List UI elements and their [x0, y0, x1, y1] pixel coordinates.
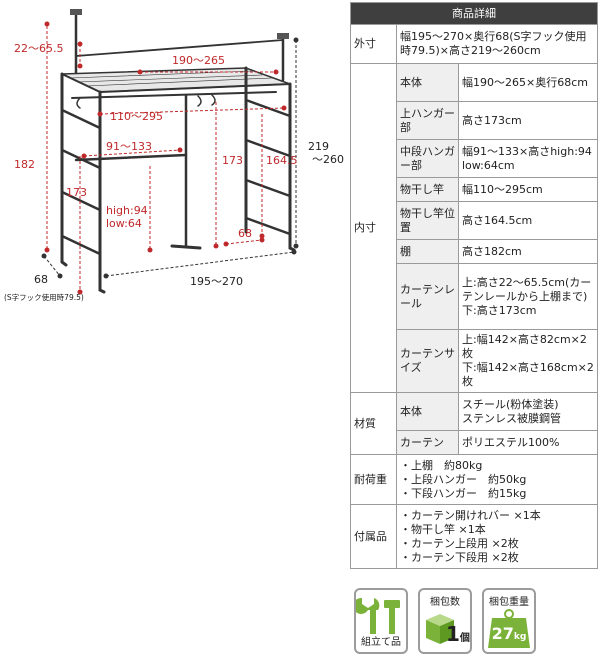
inner-size-label: 内寸	[350, 63, 397, 393]
packages-badge: 梱包数 1個	[418, 588, 472, 654]
dim-hanger-span: 91～133	[106, 140, 152, 153]
dimension-lines	[46, 26, 285, 292]
inner-row-value: 幅91～133×高さhigh:94 low:64cm	[458, 139, 598, 178]
weight-icon	[488, 609, 530, 648]
dim-shelf-height: 182	[14, 158, 35, 171]
dim-depth-left: 68	[34, 273, 48, 286]
hook-depth-note: (S字フック使用時79.5)	[4, 292, 84, 302]
weight-value: 27kg	[484, 624, 534, 643]
inner-row-label: 本体	[396, 63, 459, 102]
dim-total-height-max: ～260	[312, 153, 344, 166]
assembly-label: 組立て品	[361, 637, 401, 648]
load-value: ・上棚 約80kg・上段ハンガー 約50kg・下段ハンガー 約15kg	[396, 454, 598, 505]
rack-dimension-diagram: 22～65.5 190～265 110～295 91～133 182 173 1…	[4, 9, 344, 302]
material-row-label: カーテン	[396, 430, 459, 455]
rack-frame	[60, 9, 296, 294]
accessories-label: 付属品	[350, 504, 397, 569]
spec-table: 商品詳細 外寸 幅195～270×奥行68(S字フック使用時79.5)×高さ21…	[350, 2, 598, 569]
material-row-value: スチール(粉体塗装)ステンレス被膜鋼管	[458, 392, 598, 431]
outer-dimension-dots	[41, 37, 299, 279]
weight-title: 梱包重量	[489, 597, 529, 608]
inner-row-value: 高さ173cm	[458, 101, 598, 140]
dim-left-hanger-height: 173	[66, 186, 87, 199]
packages-unit: 個	[459, 633, 470, 644]
outer-dimension-lines	[43, 40, 297, 277]
dim-mid-hanger-height: 173	[222, 154, 243, 167]
dim-mid-span: 110～295	[110, 110, 163, 123]
dim-depth-right: 68	[238, 227, 252, 240]
inner-row-label: 上ハンガー部	[396, 101, 459, 140]
inner-row-label: 物干し竿	[396, 177, 459, 202]
dimension-dots	[44, 21, 287, 295]
inner-row-value: 上:幅142×高さ82cm×2枚下:幅142×高さ168cm×2枚	[458, 329, 598, 393]
inner-row-label: カーテンサイズ	[396, 329, 459, 393]
inner-row-label: 中段ハンガー部	[396, 139, 459, 178]
inner-row-value: 上:高さ22～65.5cm(カーテンレールから上棚まで)下:高さ173cm	[458, 263, 598, 330]
load-label: 耐荷重	[350, 454, 397, 505]
dim-top-span: 190～265	[172, 54, 225, 67]
inner-row-label: 棚	[396, 239, 459, 264]
inner-row-label: カーテンレール	[396, 263, 459, 330]
dim-top-gap: 22～65.5	[14, 42, 64, 55]
accessories-value: ・カーテン開けれバー ×1本・物干し竿 ×1本・カーテン上段用 ×2枚・カーテン…	[396, 504, 598, 569]
weight-number: 27	[491, 624, 514, 643]
packages-value: 1個	[446, 622, 470, 646]
spec-header: 商品詳細	[350, 2, 598, 25]
material-row-label: 本体	[396, 392, 459, 431]
inner-row-value: 幅110～295cm	[458, 177, 598, 202]
weight-badge: 梱包重量 27kg	[482, 588, 536, 654]
inner-row-value: 幅190～265×奥行68cm	[458, 63, 598, 102]
weight-unit: kg	[513, 632, 527, 642]
inner-row-label: 物干し竿位置	[396, 201, 459, 240]
material-label: 材質	[350, 392, 397, 455]
packages-title: 梱包数	[430, 597, 460, 608]
dim-total-height: 219	[308, 140, 329, 153]
dim-hang-low: low:64	[106, 217, 142, 230]
material-row-value: ポリエステル100%	[458, 430, 598, 455]
dim-pole-height: 164.5	[266, 154, 298, 167]
tools-icon	[356, 597, 400, 634]
packages-number: 1	[446, 622, 460, 646]
outer-size-label: 外寸	[350, 24, 397, 64]
badge-row: 組立て品 梱包数 1個 梱包重量 27kg	[354, 588, 544, 654]
inner-row-value: 高さ164.5cm	[458, 201, 598, 240]
dim-hang-high: high:94	[106, 204, 148, 217]
assembly-badge: 組立て品	[354, 588, 408, 654]
inner-row-value: 高さ182cm	[458, 239, 598, 264]
box-icon	[426, 614, 454, 644]
dim-total-width: 195～270	[190, 275, 243, 288]
outer-size-value: 幅195～270×奥行68(S字フック使用時79.5)×高さ219～260cm	[396, 24, 598, 64]
